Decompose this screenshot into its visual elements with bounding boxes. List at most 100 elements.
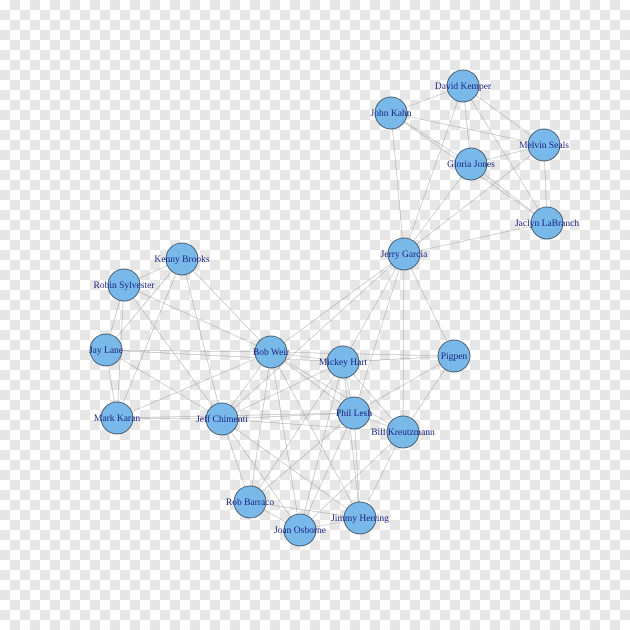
- node-label: Mickey Hart: [319, 358, 368, 368]
- node-osborne: Joan Osborne: [274, 513, 326, 547]
- edge-kahn-seals: [390, 112, 545, 146]
- node-david: David Kemper: [435, 69, 492, 103]
- node-label: Melvin Seals: [519, 141, 569, 151]
- edge-kenny-jay: [105, 258, 183, 351]
- node-label: Jimmy Herring: [331, 514, 389, 524]
- node-label: Rob Barraco: [226, 498, 275, 508]
- edge-billk-osborne: [299, 431, 404, 531]
- edge-bobweir-phil: [270, 351, 355, 414]
- node-circle: [454, 147, 488, 181]
- node-billk: Bill Kreutzmann: [371, 415, 435, 449]
- edge-jerry-pigpen: [403, 253, 455, 357]
- edge-jerry-mickey: [342, 253, 405, 363]
- edge-phil-herring: [353, 412, 361, 519]
- node-circle: [326, 345, 360, 379]
- edge-jerry-chimenti: [221, 253, 405, 420]
- edge-pigpen-phil: [353, 355, 455, 414]
- edge-jay-mickey: [105, 349, 344, 363]
- node-jerry: Jerry Garcia: [381, 237, 428, 271]
- edge-jay-bobweir: [105, 349, 272, 353]
- edge-karan-chimenti: [116, 417, 223, 420]
- node-mickey: Mickey Hart: [319, 345, 368, 379]
- edge-bobweir-osborne: [270, 351, 301, 531]
- edge-mickey-herring: [342, 361, 361, 519]
- node-circle: [387, 237, 421, 271]
- node-circle: [527, 128, 561, 162]
- node-pigpen: Pigpen: [437, 339, 471, 373]
- node-jay: Jay Lane: [89, 333, 123, 367]
- edge-kenny-bobweir: [181, 258, 272, 353]
- node-phil: Phil Lesh: [336, 396, 372, 430]
- edge-billk-chimenti: [221, 418, 404, 433]
- node-seals: Melvin Seals: [519, 128, 569, 162]
- node-circle: [165, 242, 199, 276]
- node-label: Bob Weir: [253, 348, 290, 358]
- node-label: David Kemper: [435, 82, 492, 92]
- node-circle: [337, 396, 371, 430]
- edge-jaclyn-jerry: [403, 222, 548, 255]
- edge-mickey-osborne: [299, 361, 344, 531]
- node-jaclyn: Jaclyn LaBranch: [515, 206, 579, 240]
- node-label: Jaclyn LaBranch: [515, 219, 579, 229]
- node-circle: [254, 335, 288, 369]
- node-circle: [89, 333, 123, 367]
- node-circle: [446, 69, 480, 103]
- node-circle: [205, 402, 239, 436]
- node-circle: [283, 513, 317, 547]
- edge-mickey-barraco: [249, 361, 344, 503]
- node-label: Joan Osborne: [274, 526, 326, 536]
- node-label: Pigpen: [441, 352, 468, 362]
- node-robin: Robin Sylvester: [94, 268, 156, 302]
- edge-david-jaclyn: [462, 85, 548, 224]
- edge-karan-bobweir: [116, 351, 272, 419]
- edge-bobweir-herring: [270, 351, 361, 519]
- node-label: Jay Lane: [89, 346, 123, 356]
- node-chimenti: Jeff Chimenti: [196, 402, 248, 436]
- edge-jerry-phil: [353, 253, 405, 414]
- edge-phil-chimenti: [221, 412, 355, 420]
- node-label: Jerry Garcia: [381, 250, 428, 260]
- node-karan: Mark Karan: [94, 401, 140, 435]
- edge-kenny-karan: [116, 258, 183, 419]
- edge-robin-chimenti: [123, 284, 223, 420]
- edge-robin-bobweir: [123, 284, 272, 353]
- edge-jerry-bobweir: [270, 253, 405, 353]
- edge-david-seals: [462, 85, 545, 146]
- node-circle: [343, 501, 377, 535]
- node-label: Jeff Chimenti: [196, 414, 248, 425]
- edge-phil-barraco: [249, 412, 355, 503]
- edge-bobweir-barraco: [249, 351, 272, 503]
- node-circle: [386, 415, 420, 449]
- edge-chimenti-herring: [221, 418, 361, 519]
- edge-chimenti-osborne: [221, 418, 301, 531]
- node-label: Kenny Brooks: [154, 255, 209, 265]
- node-kenny: Kenny Brooks: [154, 242, 210, 276]
- edge-mickey-pigpen: [342, 355, 455, 363]
- node-label: Robin Sylvester: [94, 281, 156, 291]
- node-label: John Kahn: [371, 109, 412, 119]
- node-herring: Jimmy Herring: [331, 501, 389, 535]
- edge-david-jerry: [403, 85, 464, 255]
- edge-gloria-jerry: [403, 163, 472, 255]
- node-kahn: John Kahn: [371, 96, 412, 130]
- node-label: Gloria Jones: [447, 160, 495, 170]
- node-label: Bill Kreutzmann: [371, 428, 435, 438]
- node-circle: [100, 401, 134, 435]
- edge-bobweir-billk: [270, 351, 404, 433]
- node-barraco: Rob Barraco: [226, 485, 275, 519]
- edge-barraco-herring: [249, 501, 361, 519]
- node-circle: [107, 268, 141, 302]
- edge-seals-jerry: [403, 144, 545, 255]
- node-gloria: Gloria Jones: [447, 147, 495, 181]
- node-bobweir: Bob Weir: [253, 335, 290, 369]
- edge-jay-chimenti: [105, 349, 223, 420]
- node-label: Phil Lesh: [336, 409, 372, 419]
- edge-jerry-billk: [402, 253, 405, 433]
- node-circle: [233, 485, 267, 519]
- edge-mickey-chimenti: [221, 361, 344, 420]
- edge-bobweir-pigpen: [270, 351, 455, 357]
- edge-kenny-chimenti: [181, 258, 223, 420]
- node-label: Mark Karan: [94, 414, 140, 424]
